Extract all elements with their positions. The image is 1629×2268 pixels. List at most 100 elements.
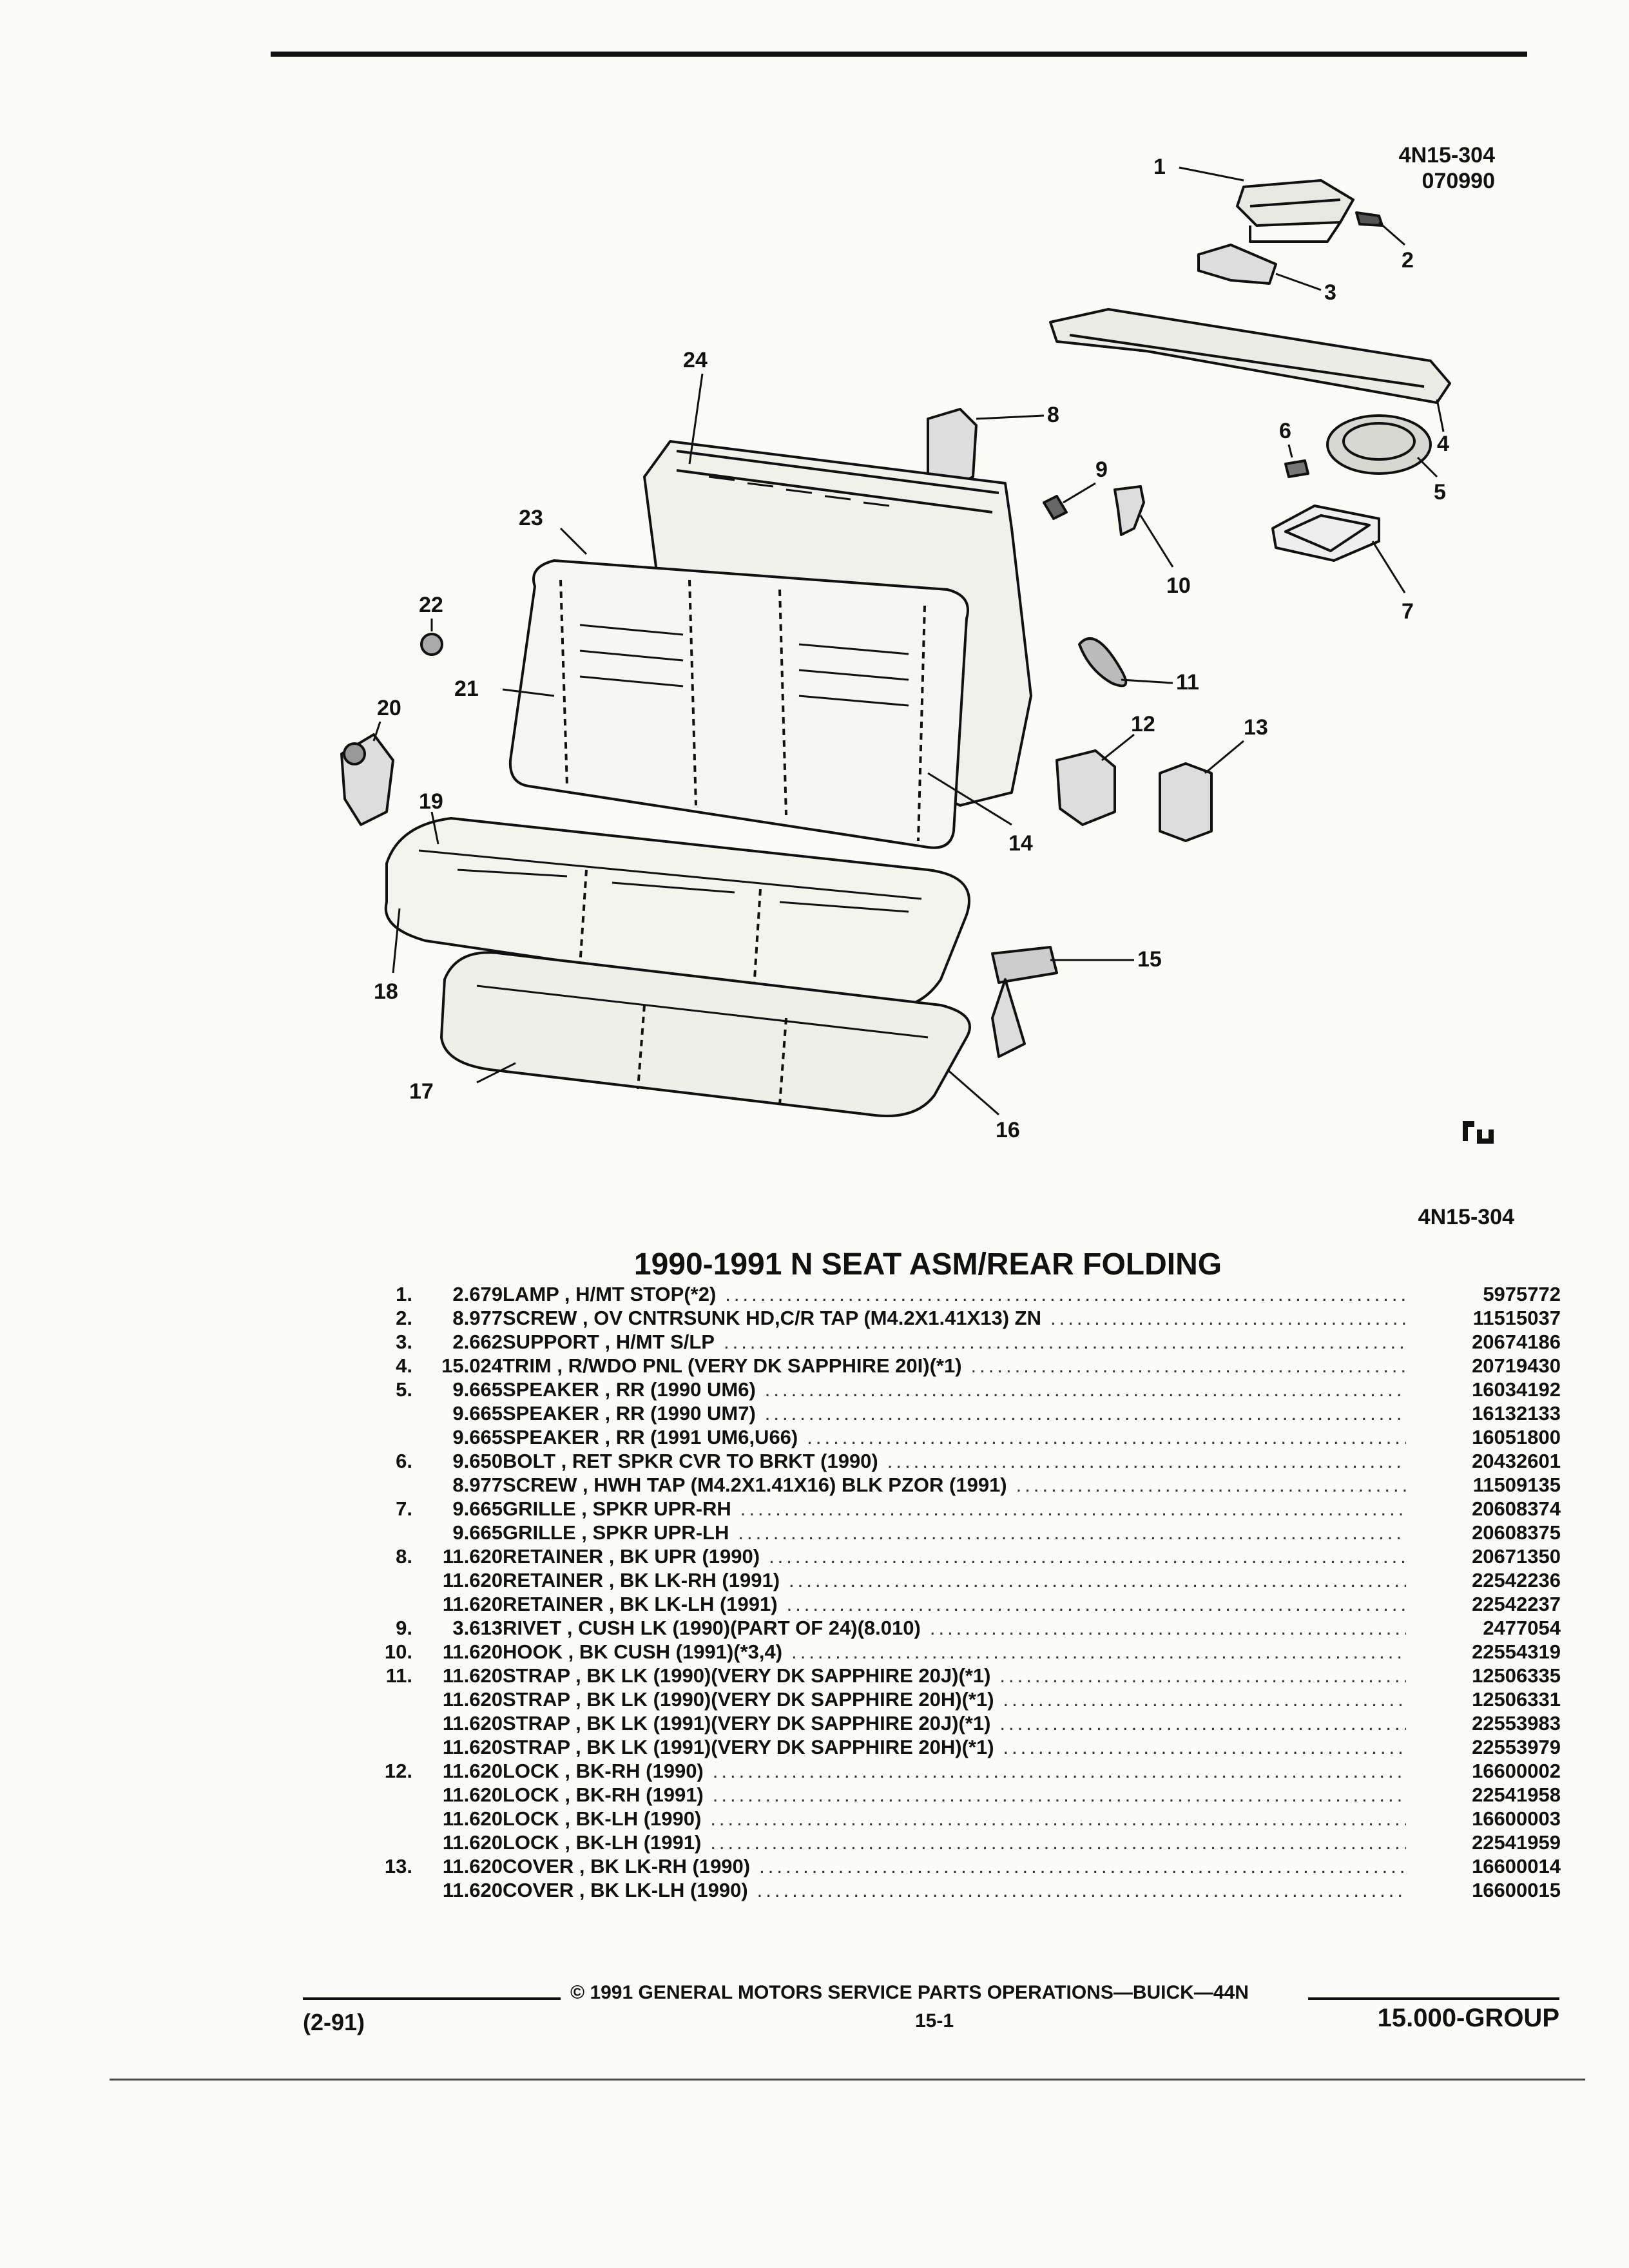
footer-rule-left (303, 1997, 561, 2000)
part-number: 12506335 (1472, 1664, 1561, 1687)
part-number: 16034192 (1472, 1378, 1561, 1401)
part-description-cell: STRAP , BK LK (1990)(VERY DK SAPPHIRE 20… (503, 1664, 1412, 1687)
callout-5: 5 (1434, 480, 1446, 505)
footer-group: 15.000-GROUP (1377, 2004, 1559, 2032)
callout-6: 6 (1279, 419, 1291, 443)
part-group-number: 9.665 (452, 1521, 503, 1544)
part-description-cell: HOOK , BK CUSH (1991)(*3,4) (503, 1640, 1412, 1664)
part-group-number: 11.620 (442, 1879, 503, 1901)
part-number: 11515037 (1472, 1307, 1561, 1329)
footer-rule-right (1308, 1997, 1559, 2000)
top-rule (271, 52, 1527, 57)
part-group-number: 11.620 (442, 1569, 503, 1591)
ref-date-top: 070990 (1422, 169, 1495, 193)
part-ref-number (367, 1592, 412, 1616)
part-description-cell: LOCK , BK-LH (1990) (503, 1807, 1412, 1831)
part-ref-number: 5. (396, 1378, 412, 1401)
part-description: SCREW , HWH TAP (M4.2X1.41X16) BLK PZOR … (503, 1474, 1007, 1496)
part-description-cell: LOCK , BK-LH (1991) (503, 1831, 1412, 1854)
part-description: LOCK , BK-RH (1991) (503, 1783, 704, 1806)
callout-9: 9 (1095, 457, 1108, 482)
ref-code-top: 4N15-304 (1398, 143, 1495, 168)
part-description-cell: SPEAKER , RR (1991 UM6,U66) (503, 1425, 1412, 1449)
footer-date-code: (2-91) (303, 2009, 365, 2035)
callout-2: 2 (1402, 248, 1414, 273)
page-title: 1990-1991 N SEAT ASM/REAR FOLDING (633, 1247, 1222, 1282)
part-ref-number: 3. (396, 1331, 412, 1353)
part-description: SPEAKER , RR (1991 UM6,U66) (503, 1426, 798, 1448)
seat-back-cushion-drawing (508, 559, 969, 849)
dot-leader (757, 1878, 1406, 1902)
callout-16: 16 (996, 1118, 1020, 1142)
callout-21: 21 (454, 677, 479, 701)
part-group-number: 9.650 (452, 1450, 503, 1472)
part-number: 16600015 (1472, 1879, 1561, 1901)
part-description: SPEAKER , RR (1990 UM6) (503, 1378, 756, 1401)
bottom-edge-line (110, 2079, 1585, 2081)
dot-leader (724, 1330, 1406, 1354)
part-number: 20674186 (1472, 1331, 1561, 1353)
part-ref-number (367, 1521, 412, 1544)
part-ref-number: 10. (384, 1640, 412, 1663)
callout-labels: 1 2 3 4 5 6 7 8 9 10 11 12 13 14 15 16 1… (374, 155, 1449, 1142)
dot-leader (740, 1497, 1406, 1521)
dot-leader (789, 1568, 1406, 1592)
part-description-cell: STRAP , BK LK (1991)(VERY DK SAPPHIRE 20… (503, 1711, 1412, 1735)
part-description: LOCK , BK-LH (1990) (503, 1807, 702, 1830)
dot-leader (999, 1664, 1406, 1687)
gm-logo (1456, 1118, 1501, 1147)
part-ref-number: 12. (384, 1760, 412, 1782)
dot-leader (1016, 1473, 1406, 1497)
callout-8: 8 (1047, 403, 1059, 427)
part-description: LAMP , H/MT STOP(*2) (503, 1283, 717, 1305)
part-number: 22553983 (1472, 1712, 1561, 1735)
part-number: 22542236 (1472, 1569, 1561, 1591)
part-description-cell: SUPPORT , H/MT S/LP (503, 1330, 1412, 1354)
part-number: 22554319 (1472, 1640, 1561, 1663)
part-description-cell: SPEAKER , RR (1990 UM6) (503, 1378, 1412, 1401)
part-description-cell: RIVET , CUSH LK (1990)(PART OF 24)(8.010… (503, 1616, 1412, 1640)
part-number: 20671350 (1472, 1545, 1561, 1568)
part-description: SCREW , OV CNTRSUNK HD,C/R TAP (M4.2X1.4… (503, 1307, 1041, 1329)
part-description-cell: SCREW , HWH TAP (M4.2X1.41X16) BLK PZOR … (503, 1473, 1412, 1497)
part-ref-number: 2. (396, 1307, 412, 1329)
part-group-number: 9.665 (452, 1426, 503, 1448)
part-description: STRAP , BK LK (1990)(VERY DK SAPPHIRE 20… (503, 1688, 994, 1711)
part-ref-number (367, 1401, 412, 1425)
callout-14: 14 (1008, 831, 1033, 856)
callout-15: 15 (1137, 947, 1162, 972)
part-description: LOCK , BK-RH (1990) (503, 1760, 704, 1782)
part-ref-number: 8. (396, 1545, 412, 1568)
part-description: HOOK , BK CUSH (1991)(*3,4) (503, 1640, 783, 1663)
part-group-number: 11.620 (442, 1545, 503, 1568)
part-number: 20432601 (1472, 1450, 1561, 1472)
part-description-cell: SCREW , OV CNTRSUNK HD,C/R TAP (M4.2X1.4… (503, 1306, 1412, 1330)
part-group-number: 8.977 (452, 1307, 503, 1329)
part-ref-number (367, 1687, 412, 1711)
part-group-number: 11.620 (442, 1807, 503, 1830)
dot-leader (710, 1831, 1406, 1854)
callout-17: 17 (409, 1079, 434, 1104)
part-group-number: 11.620 (442, 1664, 503, 1687)
part-description-cell: STRAP , BK LK (1991)(VERY DK SAPPHIRE 20… (503, 1735, 1412, 1759)
part-group-number: 15.024 (441, 1354, 503, 1377)
part-description: SPEAKER , RR (1990 UM7) (503, 1402, 756, 1425)
part-group-number: 9.665 (452, 1497, 503, 1520)
part-ref-number (367, 1735, 412, 1759)
part-description-cell: BOLT , RET SPKR CVR TO BRKT (1990) (503, 1449, 1412, 1473)
part-description-cell: TRIM , R/WDO PNL (VERY DK SAPPHIRE 20I)(… (503, 1354, 1412, 1378)
part-ref-number (367, 1807, 412, 1831)
dot-leader (887, 1449, 1406, 1473)
part-group-number: 9.665 (452, 1402, 503, 1425)
part-group-number: 11.620 (442, 1736, 503, 1758)
part-ref-number (367, 1878, 412, 1902)
part-group-number: 11.620 (442, 1640, 503, 1663)
